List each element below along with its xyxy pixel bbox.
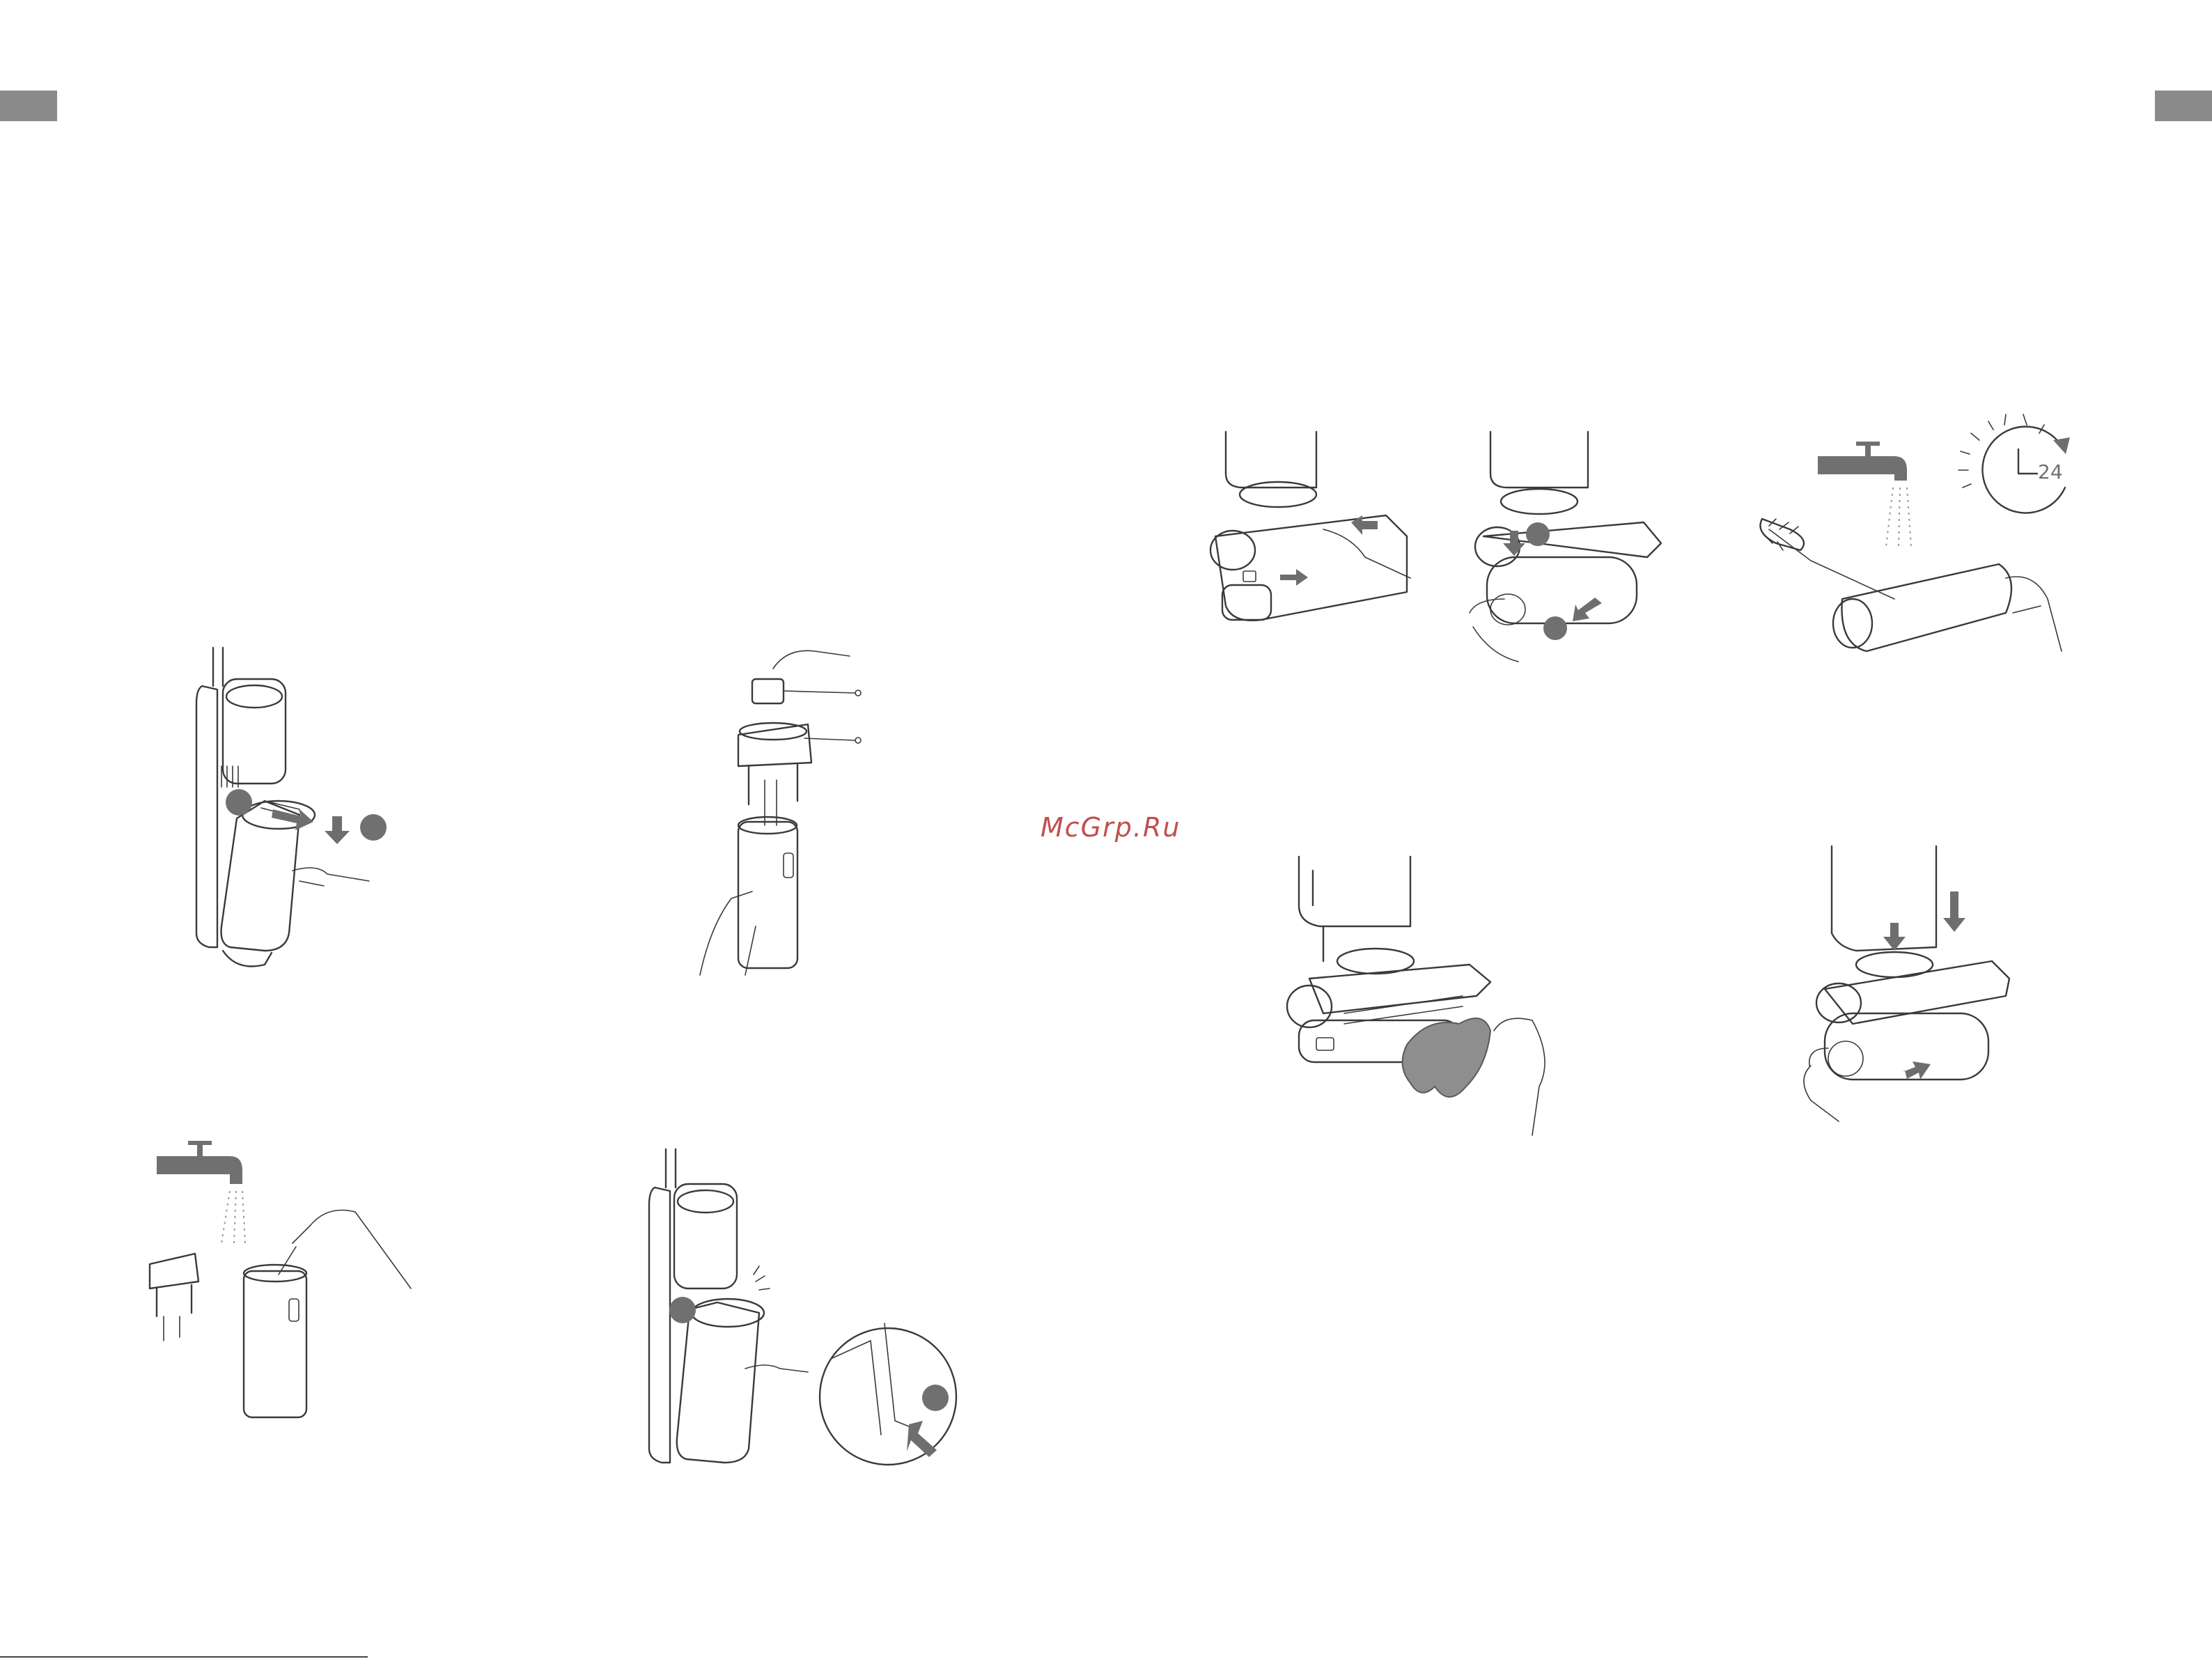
arrow-icon — [1883, 923, 1906, 951]
clock-24h-label: 24 — [2038, 460, 2063, 483]
step-marker-dot — [1526, 522, 1550, 546]
step-marker-dot — [360, 814, 387, 841]
water-tap-icon — [1818, 456, 1907, 481]
step-marker-dot — [922, 1385, 949, 1411]
figure-clean-roller: 24 — [1761, 414, 2071, 651]
water-tap-icon — [157, 1156, 242, 1184]
clock-24h-icon: 24 — [1958, 414, 2070, 513]
step-marker-dot — [669, 1297, 696, 1323]
figure-rinse-tank — [150, 1141, 411, 1417]
figure-wipe-head — [1287, 857, 1545, 1135]
figure-filter-exploded — [700, 651, 861, 975]
watermark: McGrp.Ru — [1041, 812, 1181, 843]
figure-reinstall-roller — [1804, 846, 2009, 1121]
arrow-icon — [325, 816, 350, 844]
arrow-icon — [1280, 569, 1308, 586]
step-marker-dot — [226, 789, 252, 816]
figure-reinstall-tank — [649, 1149, 956, 1465]
step-marker-dot — [1543, 616, 1567, 640]
arrow-icon — [907, 1421, 937, 1457]
cloth — [1403, 1018, 1490, 1097]
figure-roller-removal — [1470, 432, 1661, 662]
arrow-icon — [1573, 598, 1602, 621]
figure-brush-head-release — [1210, 432, 1410, 621]
arrow-icon — [1943, 891, 1965, 932]
bottom-rule — [0, 1656, 368, 1658]
arrow-icon — [1903, 1061, 1931, 1080]
figure-tank-removal — [196, 648, 387, 967]
